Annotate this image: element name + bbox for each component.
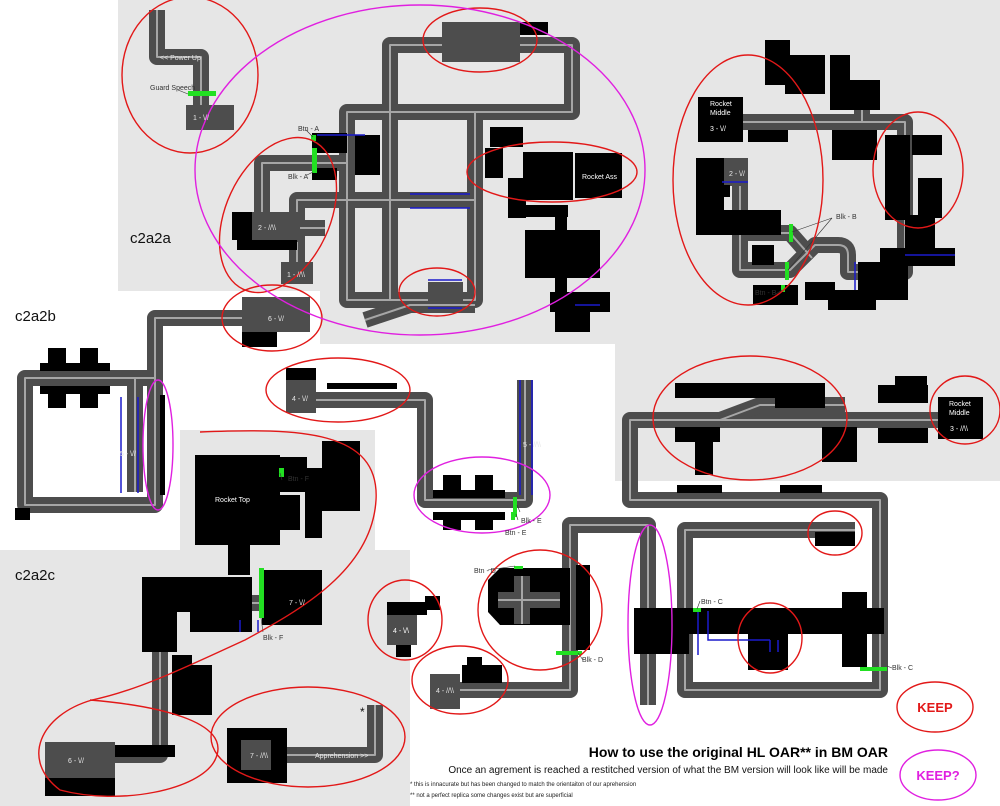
section-label-c2a2b: c2a2b	[15, 308, 56, 325]
guard-speech-bar	[188, 91, 216, 96]
label-checkpoint: 4 - //\\	[436, 688, 454, 695]
label-checkpoint: 3 - //\\	[950, 426, 968, 433]
label-apprehension: Apprehension >>	[315, 753, 368, 760]
footnote: * this is innacurate but has been change…	[410, 782, 636, 788]
label-checkpoint: 5 - \//	[120, 451, 136, 458]
page-title: How to use the original HL OAR** in BM O…	[589, 744, 888, 760]
road-centerline	[629, 419, 940, 691]
label-rocket-middle: Rocket	[949, 401, 971, 408]
label-checkpoint: 5 - //\\	[523, 442, 541, 449]
blk-d-marker	[556, 651, 582, 655]
legend-keep-loop	[896, 681, 974, 733]
label-guard-speech: Guard Speech	[150, 85, 195, 92]
footnote: ** not a perfect replica some changes ex…	[410, 793, 573, 799]
cross-roads	[498, 576, 560, 624]
btn-b-marker	[781, 285, 785, 292]
label-btn-c: Btn - C	[701, 599, 723, 606]
btn-f-marker	[279, 468, 284, 477]
label-checkpoint: 1 - //\\	[287, 272, 305, 279]
leader-lines	[177, 89, 893, 669]
road-centerline	[440, 524, 649, 705]
label-checkpoint: 1 - \//	[193, 115, 209, 122]
section-label-c2a2c: c2a2c	[15, 567, 56, 584]
keep-annotations	[38, 0, 1000, 797]
label-btn-a: Btn - A	[298, 126, 319, 133]
label-checkpoint: 6 - \//	[268, 316, 284, 323]
btn-a-marker	[311, 135, 316, 141]
label-checkpoint: 4 - \//	[292, 396, 308, 403]
label-rocket-top: Rocket Top	[215, 497, 250, 504]
road-centerline	[300, 380, 526, 501]
label-blk-c: Blk - C	[892, 665, 913, 672]
label-btn-f: Btn - F	[288, 476, 309, 483]
level-geometry	[15, 40, 983, 757]
btn-d-marker	[514, 566, 523, 569]
label-rocket-ass: Rocket Ass	[582, 174, 618, 181]
road-centerline	[255, 705, 376, 756]
blue-markers	[120, 134, 955, 655]
map-labels: << Power Up Guard Speech 1 - \// Btn - A…	[68, 55, 971, 765]
road-centerline	[364, 304, 475, 321]
label-rocket-middle: Middle	[710, 110, 731, 117]
road-centerline	[156, 10, 202, 115]
road-centerline	[24, 317, 270, 506]
label-blk-d: Blk - D	[582, 657, 603, 664]
label-power-up: << Power Up	[160, 55, 201, 62]
label-checkpoint: 4 - \/\	[393, 628, 409, 635]
blk-f-marker	[259, 568, 264, 618]
label-checkpoint: 7 - \//	[289, 600, 305, 607]
legend-keep: KEEP	[917, 700, 953, 715]
label-btn-b: Btn - B	[755, 290, 777, 297]
label-btn-e: Btn - E	[505, 530, 527, 537]
road-centerline	[261, 162, 347, 228]
label-rocket-middle: Middle	[949, 410, 970, 417]
label-checkpoint: 6 - \//	[68, 758, 84, 765]
page-subtitle: Once an agrement is reached a restitched…	[448, 765, 888, 776]
section-label-c2a2a: c2a2a	[130, 230, 172, 247]
label-checkpoint: 7 - //\\	[250, 753, 268, 760]
blk-e-marker	[513, 497, 517, 517]
label-blk-e: Blk - E	[521, 518, 542, 525]
label-btn-d: Btn - D	[474, 568, 496, 575]
label-blk-b: Blk - B	[836, 214, 857, 221]
label-checkpoint: 2 - \//	[729, 171, 745, 178]
button-markers	[188, 91, 887, 671]
label-checkpoint: 3 - \//	[710, 126, 726, 133]
blk-a-marker	[312, 148, 317, 173]
legend-keep-maybe-loop	[899, 749, 977, 801]
btn-c-marker	[693, 608, 701, 612]
label-asterisk: *	[360, 705, 365, 719]
road-centerline	[739, 121, 906, 273]
label-blk-a: Blk - A	[288, 174, 309, 181]
blk-b-marker-2	[785, 262, 789, 280]
btn-e-marker	[511, 512, 515, 520]
label-checkpoint: 2 - //\\	[258, 225, 276, 232]
blk-b-marker	[789, 224, 793, 242]
label-blk-f: Blk - F	[263, 635, 283, 642]
label-rocket-middle: Rocket	[710, 101, 732, 108]
legend: KEEP KEEP?	[896, 681, 977, 801]
legend-keep-maybe: KEEP?	[916, 768, 959, 783]
blk-c-marker	[860, 667, 887, 671]
